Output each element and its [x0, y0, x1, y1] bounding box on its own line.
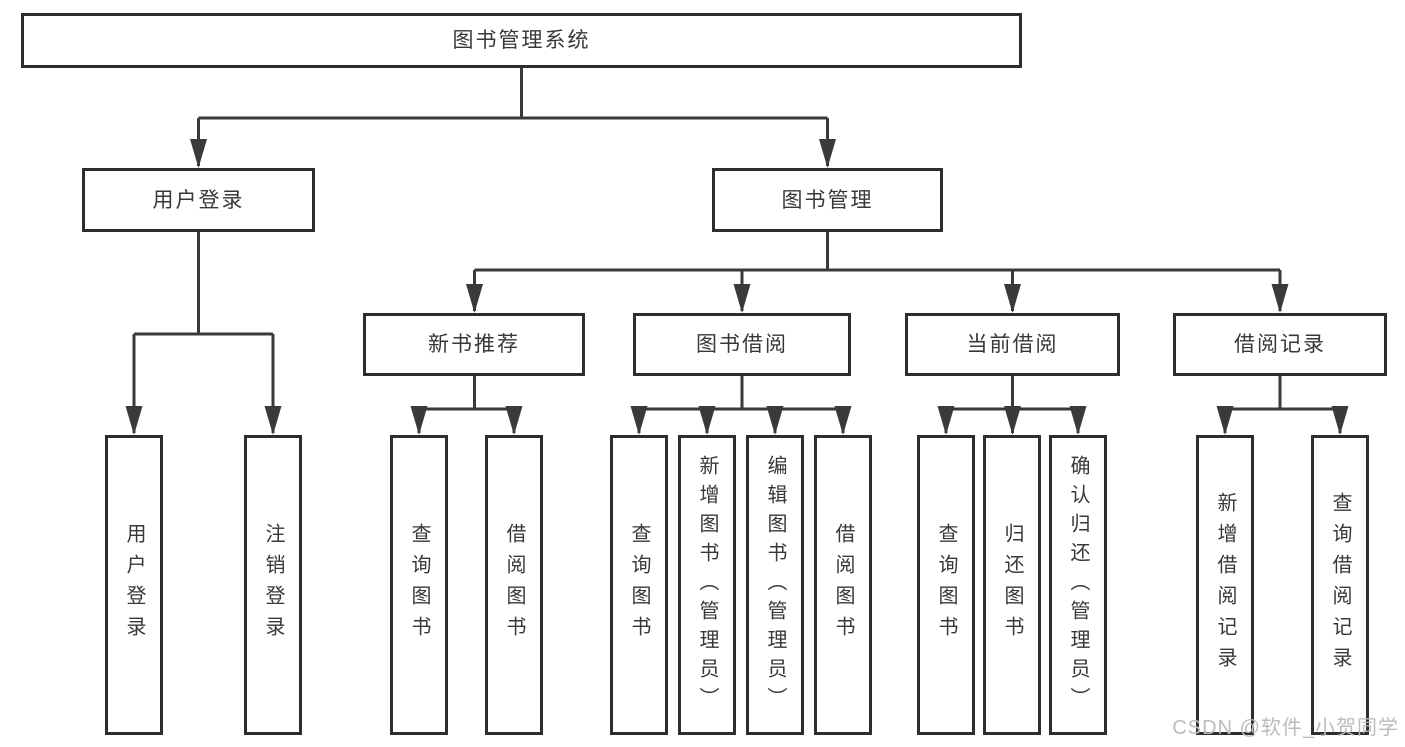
leaf-add-borrow-record: 新增借阅记录	[1196, 435, 1254, 735]
leaf-return-book: 归还图书	[983, 435, 1041, 735]
node-label: 编辑图书（管理员）	[764, 454, 786, 716]
node-label: 图书借阅	[696, 333, 788, 356]
node-label: 归还图书	[1001, 523, 1023, 647]
node-label: 查询图书	[935, 523, 957, 647]
node-label: 注销登录	[262, 523, 284, 647]
connector-borrow-record-to-children	[1216, 374, 1349, 435]
node-label: 借阅图书	[832, 523, 854, 647]
node-label: 借阅图书	[503, 523, 525, 647]
node-label: 查询借阅记录	[1329, 492, 1351, 678]
node-label: 图书管理	[781, 188, 874, 212]
csdn-watermark: CSDN @软件_小贺同学	[1172, 717, 1399, 739]
leaf-borrow-books: 借阅图书	[814, 435, 872, 735]
leaf-query-borrow-record: 查询借阅记录	[1311, 435, 1369, 735]
node-label: 用户登录	[123, 523, 145, 647]
connector-current-borrow-to-children	[937, 374, 1087, 435]
node-label: 查询图书	[628, 523, 650, 647]
connector-book-borrow-to-children	[630, 374, 852, 435]
leaf-user-login: 用户登录	[105, 435, 163, 735]
node-label: 查询图书	[408, 523, 430, 647]
leaf-query-books-current: 查询图书	[917, 435, 975, 735]
node-label: 借阅记录	[1234, 333, 1326, 356]
node-user-login-branch: 用户登录	[82, 168, 315, 232]
connector-new-book-to-children	[410, 374, 523, 435]
node-label: 确认归还（管理员）	[1067, 454, 1089, 716]
node-book-borrow: 图书借阅	[633, 313, 851, 376]
node-library-management-system: 图书管理系统	[21, 13, 1022, 68]
node-label: 当前借阅	[966, 333, 1059, 356]
leaf-add-book-admin: 新增图书（管理员）	[678, 435, 736, 735]
connector-root-to-branches	[190, 66, 836, 168]
node-label: 新增图书（管理员）	[696, 454, 718, 716]
connector-book-management-to-children	[466, 230, 1289, 313]
node-label: 图书管理系统	[452, 29, 591, 52]
connector-user-login-to-children	[125, 230, 282, 435]
leaf-borrow-books-newbook: 借阅图书	[485, 435, 543, 735]
node-label: 用户登录	[152, 188, 245, 212]
node-label: 新增借阅记录	[1214, 492, 1236, 678]
node-book-management-branch: 图书管理	[712, 168, 943, 232]
leaf-edit-book-admin: 编辑图书（管理员）	[746, 435, 804, 735]
leaf-query-books-newbook: 查询图书	[390, 435, 448, 735]
node-current-borrow: 当前借阅	[905, 313, 1120, 376]
leaf-confirm-return-admin: 确认归还（管理员）	[1049, 435, 1107, 735]
leaf-query-books-borrow: 查询图书	[610, 435, 668, 735]
node-label: 新书推荐	[428, 333, 520, 356]
node-new-book-recommend: 新书推荐	[363, 313, 585, 376]
node-borrow-record: 借阅记录	[1173, 313, 1387, 376]
leaf-logout-login: 注销登录	[244, 435, 302, 735]
